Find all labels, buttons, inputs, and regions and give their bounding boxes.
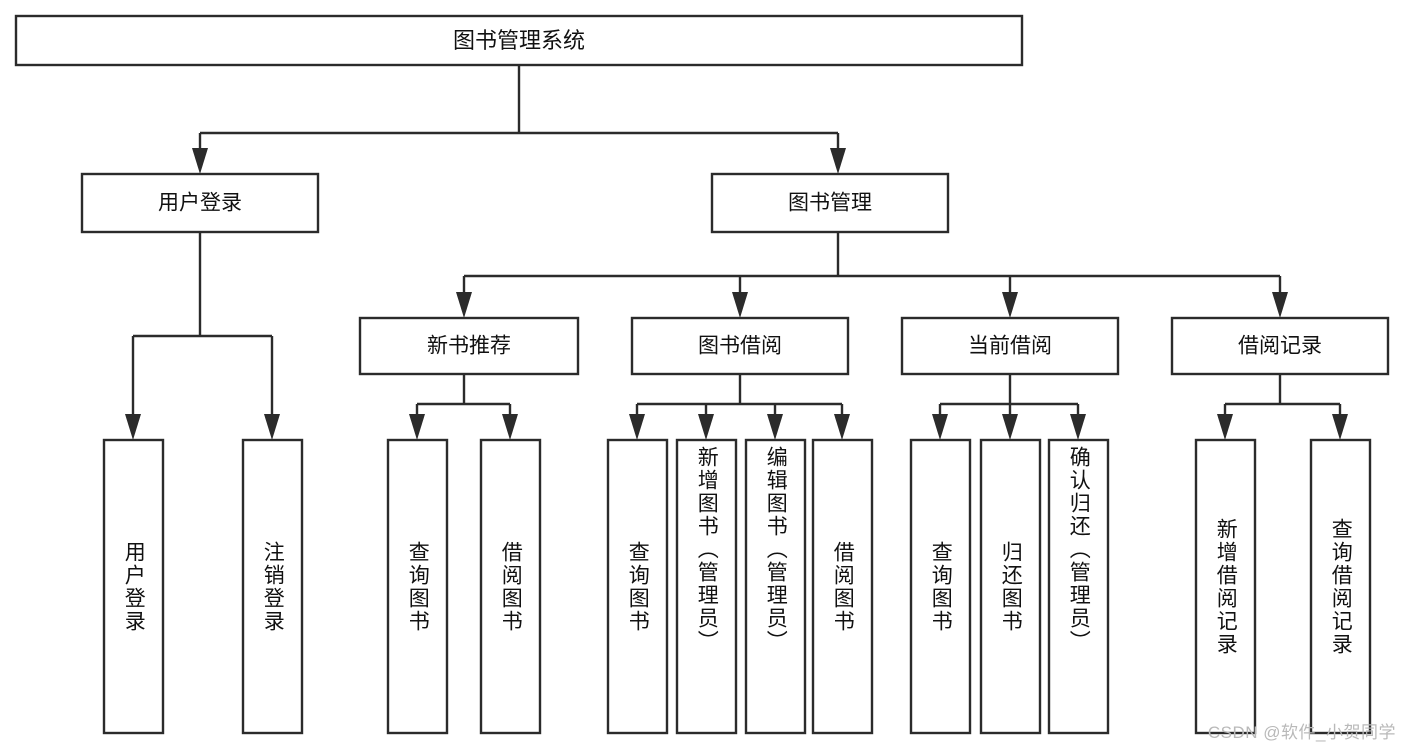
node-leaf-6-box[interactable] [675,438,738,735]
node-leaf-5-box[interactable] [606,438,669,735]
arrow-head-leaf-10 [1002,414,1018,440]
node-book-manage[interactable]: 图书管理 [710,172,950,234]
arrow-head-leaf-6 [698,414,714,440]
connector-group-user-login [125,232,280,440]
connector-group-book-borrow [629,374,850,440]
node-borrow-record[interactable]: 借阅记录 [1170,316,1390,376]
leaf-node-group [102,438,1372,735]
connector-group-book-manage [456,232,1288,318]
node-current-borrow-label: 当前借阅 [968,335,1052,358]
node-root[interactable]: 图书管理系统 [14,14,1024,67]
csdn-watermark: CSDN @软件_小贺同学 [1207,723,1396,742]
node-book-manage-box[interactable] [710,172,950,234]
node-book-borrow[interactable]: 图书借阅 [630,316,850,376]
node-book-borrow-box[interactable] [630,316,850,376]
node-leaf-11-box[interactable] [1047,438,1110,735]
node-leaf-13-box[interactable] [1309,438,1372,735]
node-leaf-9-box[interactable] [909,438,972,735]
node-new-book-recommend-box[interactable] [358,316,580,376]
node-leaf-8-box[interactable] [811,438,874,735]
arrow-head-leaf-4 [502,414,518,440]
node-leaf-7-box[interactable] [744,438,807,735]
node-leaf-10-box[interactable] [979,438,1042,735]
node-user-login[interactable]: 用户登录 [80,172,320,234]
node-user-login-label: 用户登录 [158,192,242,215]
arrow-head-borrow-record [1272,292,1288,318]
arrow-head-leaf-5 [629,414,645,440]
node-new-book-recommend[interactable]: 新书推荐 [358,316,580,376]
connector-group-root [192,65,846,174]
node-new-book-recommend-label: 新书推荐 [427,335,511,358]
node-current-borrow[interactable]: 当前借阅 [900,316,1120,376]
arrow-head-leaf-1 [125,414,141,440]
node-leaf-12-box[interactable] [1194,438,1257,735]
arrow-head-book-borrow [732,292,748,318]
arrow-head-leaf-7 [767,414,783,440]
node-book-borrow-label: 图书借阅 [698,335,782,358]
arrow-head-leaf-11 [1070,414,1086,440]
node-leaf-2-box[interactable] [241,438,304,735]
node-borrow-record-box[interactable] [1170,316,1390,376]
node-user-login-box[interactable] [80,172,320,234]
node-borrow-record-label: 借阅记录 [1238,335,1322,358]
arrow-head-leaf-2 [264,414,280,440]
arrow-head-book-manage [830,148,846,174]
arrow-head-user-login [192,148,208,174]
arrow-head-current-borrow [1002,292,1018,318]
arrow-head-leaf-13 [1332,414,1348,440]
node-leaf-3-box[interactable] [386,438,449,735]
connector-group-current-borrow [932,374,1086,440]
node-leaf-4-box[interactable] [479,438,542,735]
node-root-label: 图书管理系统 [453,28,585,53]
arrow-head-leaf-3 [409,414,425,440]
node-root-box[interactable] [14,14,1024,67]
arrow-head-new-book-recommend [456,292,472,318]
arrow-head-leaf-12 [1217,414,1233,440]
node-book-manage-label: 图书管理 [788,192,872,215]
arrow-head-leaf-9 [932,414,948,440]
connector-group-borrow-record [1217,374,1348,440]
connector-group-new-book-recommend [409,374,518,440]
node-leaf-1-box[interactable] [102,438,165,735]
node-current-borrow-box[interactable] [900,316,1120,376]
arrow-head-leaf-8 [834,414,850,440]
